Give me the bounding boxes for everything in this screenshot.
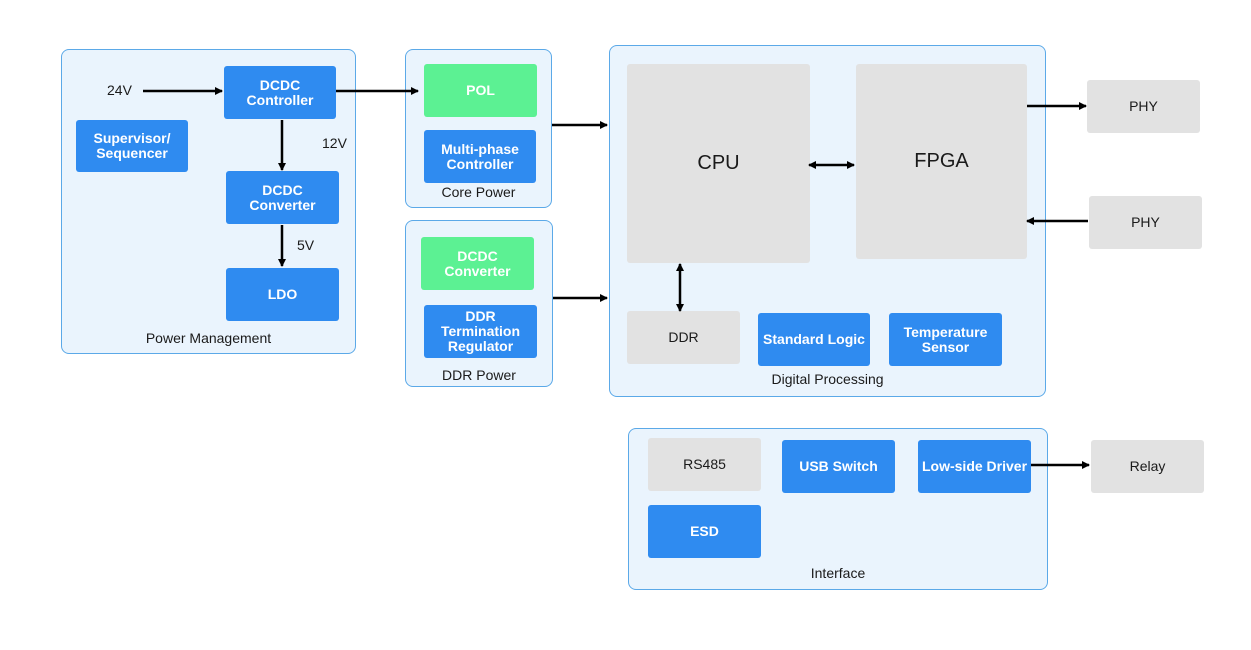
dcdc-converter-pm-block[interactable]: DCDC Converter — [226, 171, 339, 224]
cpu-block[interactable]: CPU — [627, 64, 810, 263]
ddr-block[interactable]: DDR — [627, 311, 740, 364]
label-24v: 24V — [107, 82, 132, 98]
standard-logic-block[interactable]: Standard Logic — [758, 313, 870, 366]
relay-block[interactable]: Relay — [1091, 440, 1204, 493]
fpga-block[interactable]: FPGA — [856, 64, 1027, 259]
supervisor-sequencer-block[interactable]: Supervisor/ Sequencer — [76, 120, 188, 172]
dcdc-controller-block[interactable]: DCDC Controller — [224, 66, 336, 119]
esd-block[interactable]: ESD — [648, 505, 761, 558]
usb-switch-block[interactable]: USB Switch — [782, 440, 895, 493]
lowside-driver-block[interactable]: Low-side Driver — [918, 440, 1031, 493]
ddr-termination-regulator-block[interactable]: DDR Termination Regulator — [424, 305, 537, 358]
phy-top-block[interactable]: PHY — [1087, 80, 1200, 133]
interface-label: Interface — [810, 565, 866, 581]
label-12v: 12V — [322, 135, 347, 151]
ldo-block[interactable]: LDO — [226, 268, 339, 321]
temperature-sensor-block[interactable]: Temperature Sensor — [889, 313, 1002, 366]
ddr-power-label: DDR Power — [442, 367, 516, 383]
dcdc-converter-ddr-block[interactable]: DCDC Converter — [421, 237, 534, 290]
label-5v: 5V — [297, 237, 315, 253]
phy-bottom-block[interactable]: PHY — [1089, 196, 1202, 249]
power-management-label: Power Management — [145, 330, 272, 346]
core-power-label: Core Power — [441, 184, 516, 200]
digital-processing-label: Digital Processing — [771, 371, 884, 387]
pol-block[interactable]: POL — [424, 64, 537, 117]
rs485-block[interactable]: RS485 — [648, 438, 761, 491]
multiphase-controller-block[interactable]: Multi-phase Controller — [424, 130, 536, 183]
